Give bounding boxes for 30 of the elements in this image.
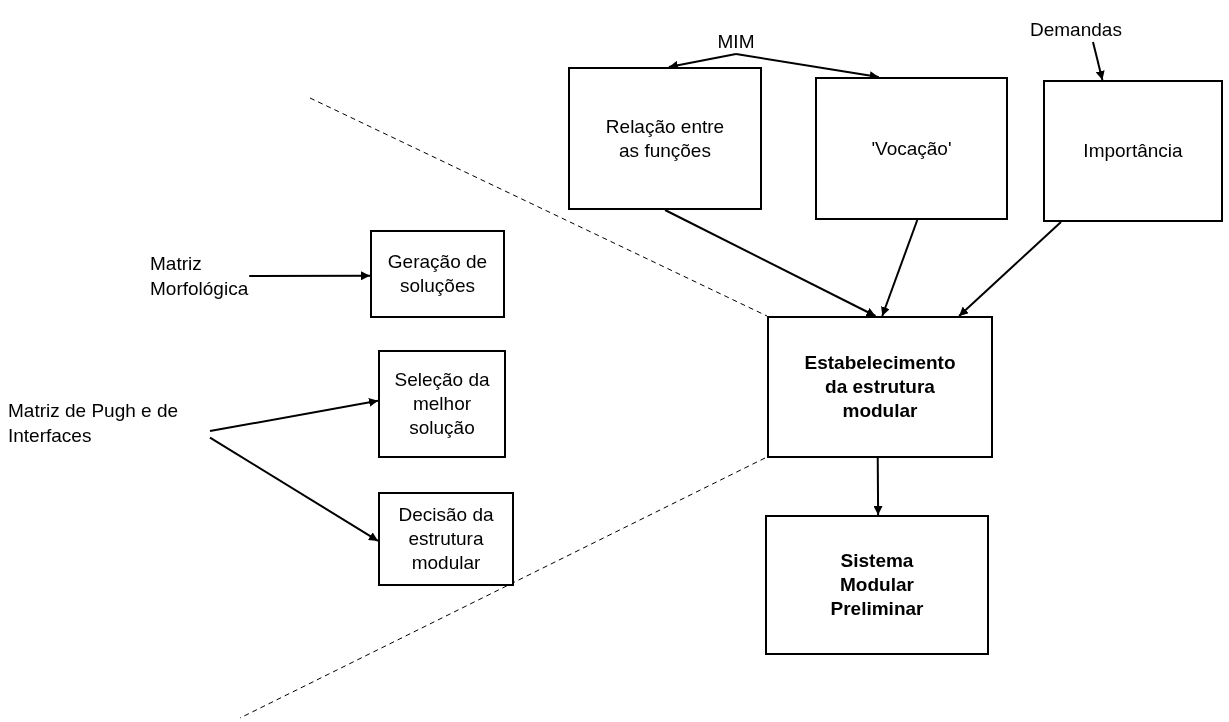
process-box (1043, 80, 1223, 222)
arrow (873, 457, 883, 516)
node-text: Estabelecimento da estrutura modular (803, 351, 957, 423)
arrow (248, 271, 371, 281)
arrow (735, 53, 880, 80)
process-box (765, 515, 989, 655)
arrow (664, 209, 877, 317)
process-box (568, 67, 762, 210)
arrow (209, 436, 379, 542)
node-text: Relação entre as funções (604, 114, 726, 163)
node-text: Seleção da melhor solução (393, 368, 491, 440)
process-box (378, 350, 506, 458)
process-box (370, 230, 505, 318)
process-box (378, 492, 514, 586)
node-text: Matriz Morfológica (150, 252, 250, 301)
arrow (881, 219, 919, 317)
arrow (209, 397, 379, 433)
node-text: MIM (716, 29, 756, 54)
node-text: Demandas (1030, 17, 1120, 42)
arrow (958, 221, 1062, 317)
arrow (1092, 41, 1105, 81)
node-text: Sistema Modular Preliminar (829, 549, 925, 621)
node-text: Matriz de Pugh e de Interfaces (8, 399, 180, 448)
process-box (767, 316, 993, 458)
arrow (667, 53, 737, 70)
node-text: Decisão da estrutura modular (397, 503, 495, 575)
node-text: 'Vocação' (871, 136, 952, 161)
process-box (815, 77, 1008, 220)
node-text: Geração de soluções (386, 250, 489, 298)
node-text: Importância (1083, 139, 1183, 163)
